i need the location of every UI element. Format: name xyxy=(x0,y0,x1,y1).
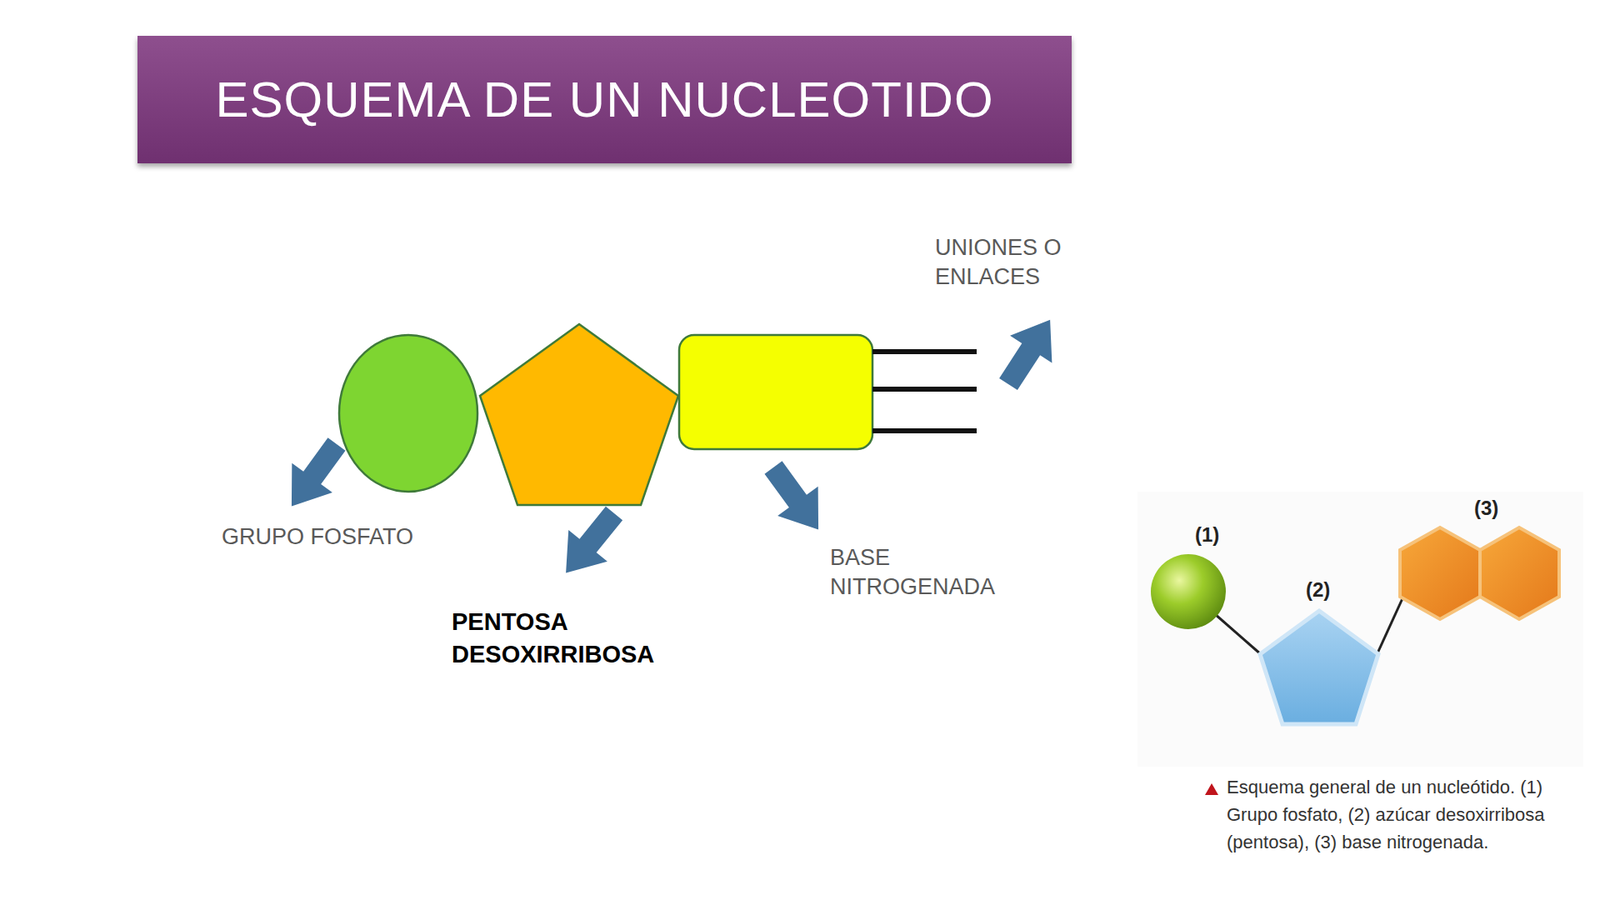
caption-triangle xyxy=(1205,783,1219,795)
phosphate-circle xyxy=(339,335,478,492)
callout-number: (1) xyxy=(1195,523,1220,547)
callout-number: (2) xyxy=(1305,578,1330,602)
base-hexagon xyxy=(1480,527,1560,620)
base-hexagon xyxy=(1400,527,1480,620)
phosphate-sphere xyxy=(1150,554,1226,630)
bond-lines xyxy=(872,351,977,431)
callout-number: (3) xyxy=(1474,496,1499,520)
figure-caption: Esquema general de un nucleótido. (1) Gr… xyxy=(1226,773,1581,856)
figure-ground xyxy=(1137,491,1584,767)
part-label: PENTOSA DESOXIRRIBOSA xyxy=(451,605,702,671)
sugar-pentagon xyxy=(1260,610,1379,725)
part-label: GRUPO FOSFATO xyxy=(221,522,489,552)
slide-title: ESQUEMA DE UN NUCLEOTIDO xyxy=(137,72,1072,128)
pentose-pentagon xyxy=(480,324,679,505)
part-label: BASE NITROGENADA xyxy=(830,543,1005,602)
part-label: UNIONES O ENLACES xyxy=(935,233,1085,292)
base-box xyxy=(679,335,873,450)
